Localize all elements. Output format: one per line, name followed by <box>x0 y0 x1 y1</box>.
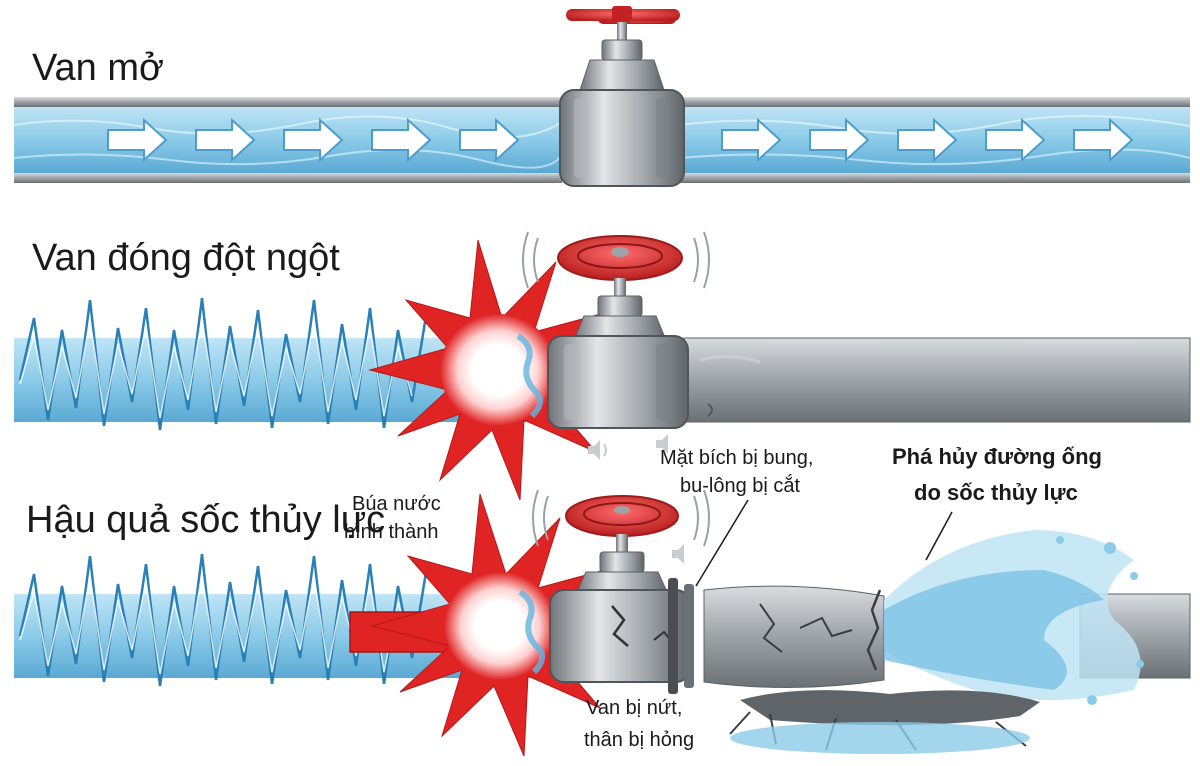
flow-arrow-icon <box>459 117 520 163</box>
impact-burst-icon <box>368 239 622 501</box>
row-sudden-close: Van đóng đột ngột <box>14 231 1191 501</box>
flange-icon <box>668 578 678 694</box>
callout-valve-cracked-line1: Van bị nứt, <box>586 697 682 719</box>
callout-pipe-destroyed-line1: Phá hủy đường ống <box>892 444 1102 469</box>
handwheel-icon <box>557 235 683 281</box>
callout-water-hammer-line1: Búa nước <box>352 493 441 515</box>
flow-arrow-icon <box>195 117 256 163</box>
sound-icon <box>672 544 684 564</box>
gate-valve-closed-icon <box>522 231 710 429</box>
flow-arrow-icon <box>721 117 782 163</box>
gate-valve-cracked-icon <box>532 489 710 694</box>
gate-valve-icon <box>559 6 685 187</box>
flow-arrow-icon <box>371 117 432 163</box>
row-title-consequences: Hậu quả sốc thủy lực <box>26 499 385 541</box>
row-title-open: Van mở <box>32 47 164 89</box>
sound-icon <box>588 434 668 460</box>
callout-pipe-destroyed: Phá hủy đường ống do sốc thủy lực <box>892 444 1102 561</box>
row-consequences: Hậu quả sốc thủy lực <box>14 489 1191 757</box>
flow-arrow-icon <box>897 117 958 163</box>
pipe-right-empty <box>683 337 1191 423</box>
flow-arrows <box>107 117 1134 163</box>
callout-flange-line1: Mặt bích bị bung, <box>660 447 813 469</box>
callout-valve-cracked-line2: thân bị hỏng <box>584 729 694 751</box>
flow-arrow-icon <box>107 117 168 163</box>
ground-crack-icon <box>729 690 1040 754</box>
callout-water-hammer: Búa nước hình thành <box>344 493 441 543</box>
flow-arrow-icon <box>1073 117 1134 163</box>
flow-arrow-icon <box>809 117 870 163</box>
row-open-valve: Van mở <box>13 6 1191 187</box>
flow-arrow-icon <box>985 117 1046 163</box>
impact-burst-icon-2 <box>370 493 626 757</box>
callout-valve-cracked: Van bị nứt, thân bị hỏng <box>584 697 694 751</box>
water-spray-icon <box>884 530 1144 705</box>
row-title-sudden-close: Van đóng đột ngột <box>32 237 340 279</box>
flow-arrow-icon <box>283 117 344 163</box>
callout-flange-line2: bu-lông bị cắt <box>680 474 801 497</box>
callout-water-hammer-line2: hình thành <box>344 521 439 543</box>
callout-flange: Mặt bích bị bung, bu-lông bị cắt <box>660 447 813 587</box>
callout-pipe-destroyed-line2: do sốc thủy lực <box>914 480 1078 505</box>
